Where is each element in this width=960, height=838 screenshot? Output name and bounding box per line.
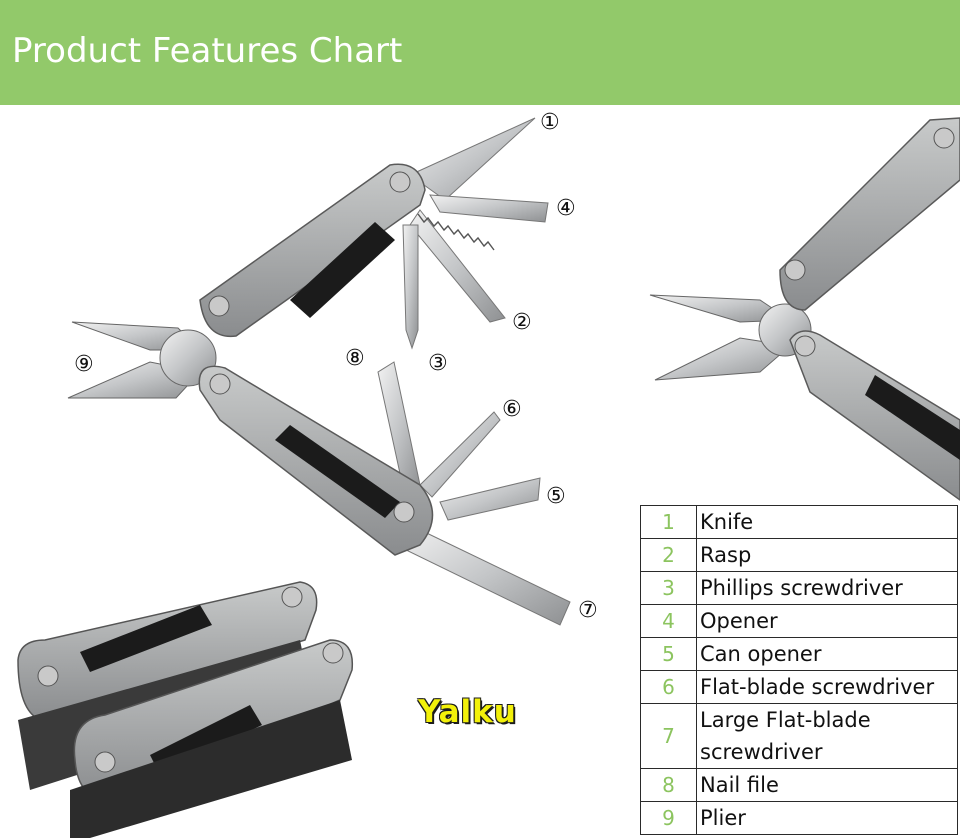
callout-4: ④ [556,196,576,221]
multitool-photo [17,117,960,838]
feature-name: Knife [696,505,958,539]
header-banner: Product Features Chart [0,0,960,105]
table-row: 3 Phillips screwdriver [640,571,958,605]
callout-3: ③ [428,351,448,376]
rasp-blade [409,209,506,323]
knife-blade [409,117,536,201]
large-flat-blade [401,524,571,626]
feature-number: 5 [640,637,697,671]
feature-name: Rasp [696,538,958,572]
feature-number: 6 [640,670,697,704]
callout-5: ⑤ [546,484,566,509]
table-row: 4 Opener [640,604,958,638]
feature-number: 2 [640,538,697,572]
feature-name: Phillips screwdriver [696,571,958,605]
table-row: 8 Nail file [640,768,958,802]
handle-upper [199,163,426,338]
can-opener-blade [439,477,541,521]
callout-2: ② [512,310,532,335]
table-row: 5 Can opener [640,637,958,671]
feature-number: 1 [640,505,697,539]
flat-screwdriver-blade [419,411,501,498]
closed-multitool [17,581,354,838]
opener-blade [429,194,549,223]
feature-number: 3 [640,571,697,605]
feature-name: Large Flat-blade screwdriver [696,703,958,769]
feature-name: Opener [696,604,958,638]
features-table: 1 Knife 2 Rasp 3 Phillips screwdriver 4 … [640,505,958,835]
table-row: 2 Rasp [640,538,958,572]
feature-name: Flat-blade screwdriver [696,670,958,704]
callout-7: ⑦ [578,598,598,623]
table-row: 7 Large Flat-blade screwdriver [640,703,958,769]
table-row: 1 Knife [640,505,958,539]
feature-number: 9 [640,801,697,835]
feature-name: Nail file [696,768,958,802]
feature-name: Can opener [696,637,958,671]
feature-name: Plier [696,801,958,835]
callout-1: ① [540,110,560,135]
feature-number: 7 [640,703,697,769]
feature-number: 8 [640,768,697,802]
partial-multitool-right [649,117,960,501]
phillips-blade [402,224,419,350]
table-row: 6 Flat-blade screwdriver [640,670,958,704]
callout-9: ⑨ [74,352,94,377]
open-multitool [67,117,571,626]
callout-6: ⑥ [502,397,522,422]
callout-8: ⑧ [345,346,365,371]
page-title: Product Features Chart [12,31,403,71]
brand-logo-text: Yalku [418,694,517,730]
feature-number: 4 [640,604,697,638]
table-row: 9 Plier [640,801,958,835]
